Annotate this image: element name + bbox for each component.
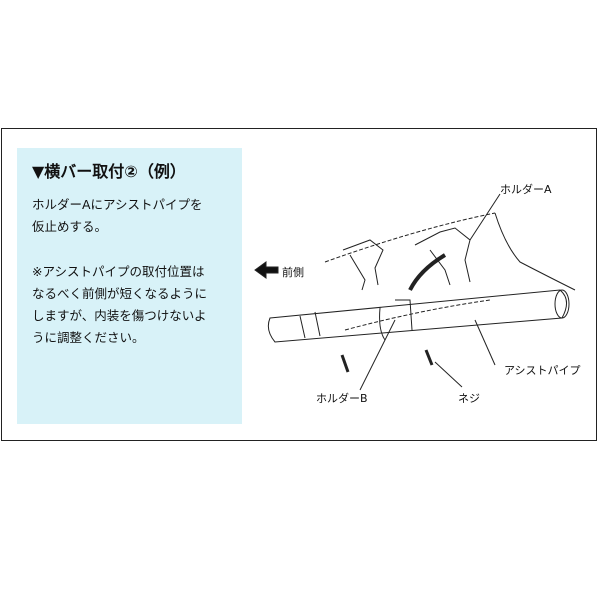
section-title: ▼横バー取付②（例）: [32, 162, 186, 181]
holder-a-left: [342, 239, 384, 291]
assembly-illustration: [254, 193, 576, 391]
label-holder-a: ホルダーA: [500, 183, 552, 196]
instruction-panel: [17, 148, 242, 424]
label-assist-pipe: アシストパイプ: [504, 364, 581, 377]
note-line: ※アシストパイプの取付位置は: [32, 264, 205, 279]
pipe-end: [554, 289, 570, 319]
holder-b-left: [299, 311, 321, 339]
front-arrow-icon: [254, 261, 279, 279]
frame-border: [1, 128, 597, 441]
note-line: しますが、内装を傷つけないよ: [32, 308, 207, 323]
holder-a-right: [414, 227, 471, 286]
insert-arrow: [408, 253, 447, 291]
leader-pipe: [474, 319, 496, 366]
instruction-line: 仮止めする。: [32, 219, 108, 234]
label-front: 前側: [282, 266, 304, 279]
assist-pipe: [267, 289, 567, 343]
holder-b-right: [379, 299, 413, 341]
leader-holder-a: [469, 193, 501, 241]
note-line: なるべく前側が短くなるように: [32, 286, 208, 301]
leader-holder-b: [359, 319, 396, 391]
instruction-line: ホルダーAにアシストパイプを: [32, 197, 203, 212]
label-holder-b: ホルダーB: [316, 392, 368, 405]
trim-line: [344, 299, 491, 331]
ceiling-line: [324, 212, 496, 263]
screw: [340, 349, 434, 373]
ceiling-edge: [494, 212, 576, 291]
label-screw: ネジ: [458, 392, 480, 405]
leader-screw: [434, 361, 463, 388]
note-line: うに調整ください。: [32, 330, 145, 345]
